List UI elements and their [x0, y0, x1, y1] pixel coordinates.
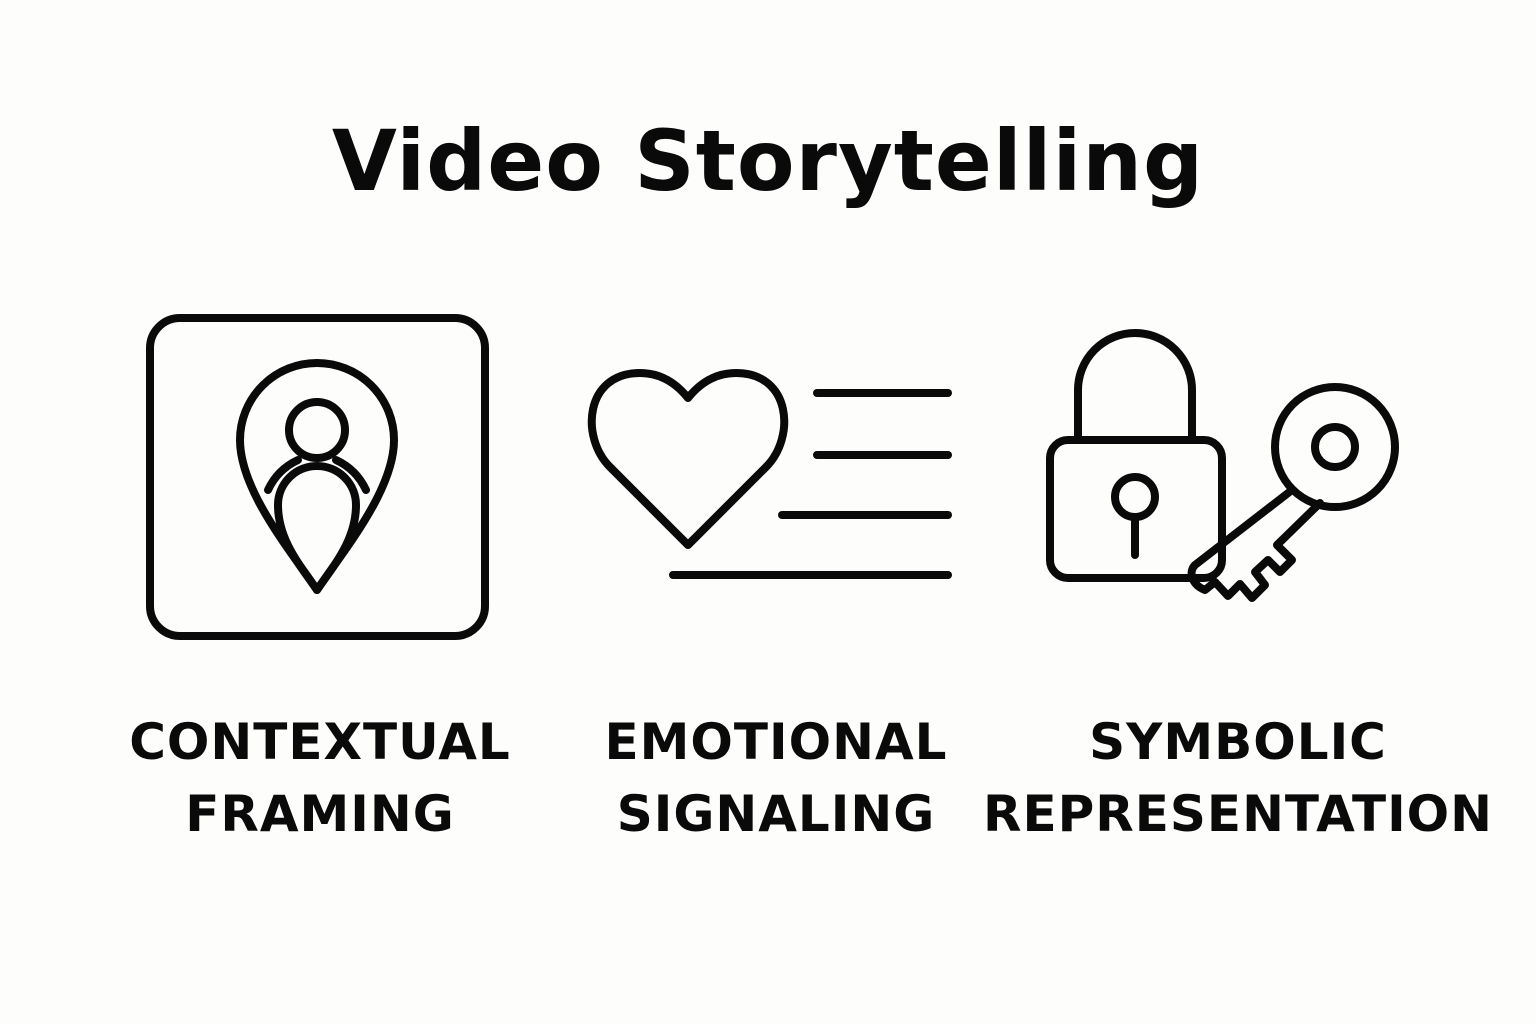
label-line-1: CONTEXTUAL [129, 713, 511, 771]
label-symbolic-representation: SYMBOLIC REPRESENTATION [968, 706, 1508, 850]
label-line-2: SIGNALING [616, 785, 936, 843]
lock-key-icon [1046, 329, 1399, 602]
heart-list-icon [587, 369, 952, 579]
label-line-2: REPRESENTATION [982, 785, 1494, 843]
page-title: Video Storytelling [331, 112, 1205, 210]
location-person-icon [146, 314, 489, 640]
label-line-1: SYMBOLIC [1089, 713, 1387, 771]
label-line-1: EMOTIONAL [604, 713, 948, 771]
label-emotional-signaling: EMOTIONAL SIGNALING [546, 706, 1006, 850]
label-line-2: FRAMING [185, 785, 455, 843]
label-contextual-framing: CONTEXTUAL FRAMING [90, 706, 550, 850]
